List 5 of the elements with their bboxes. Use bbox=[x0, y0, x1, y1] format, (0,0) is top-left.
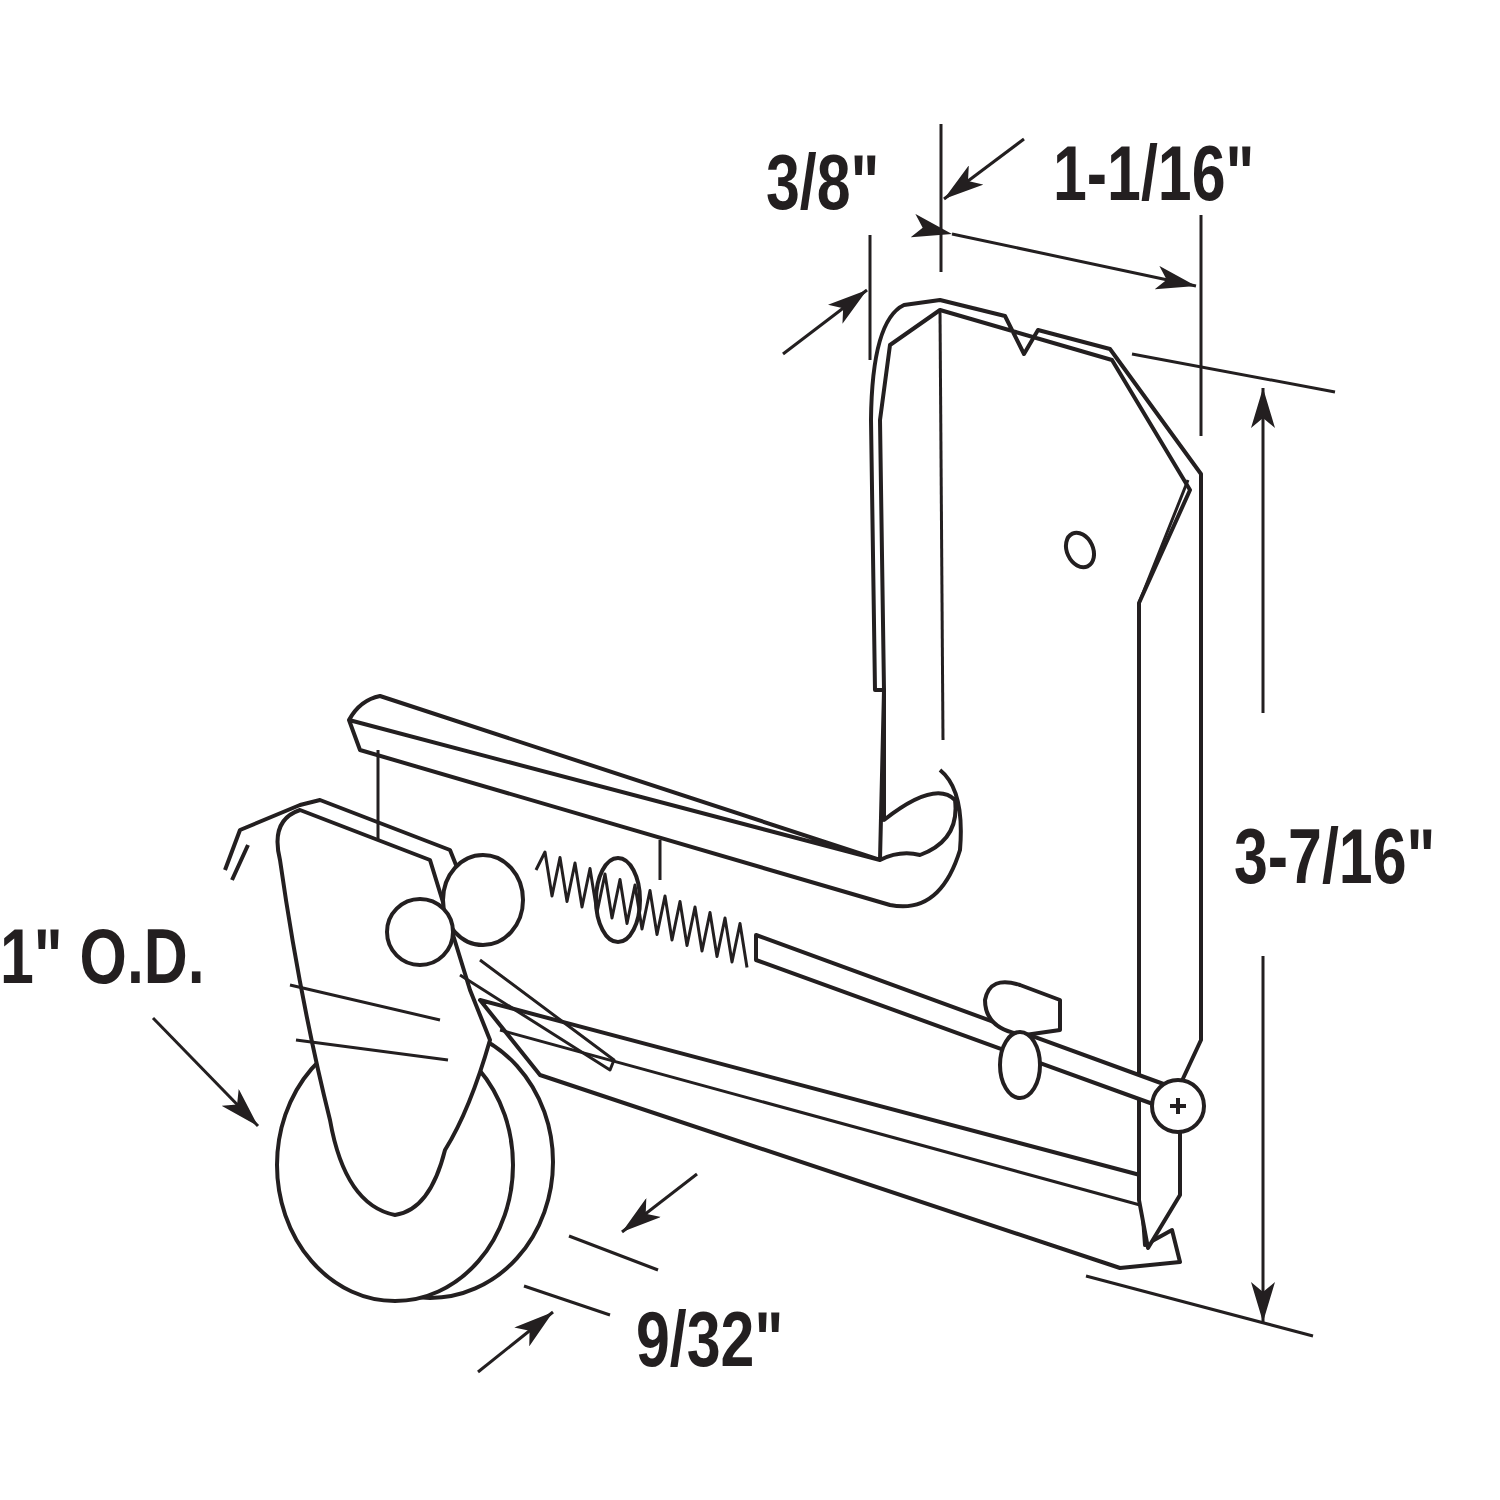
dimension-label: 1" O.D. bbox=[0, 917, 205, 995]
dimension-label: 1-1/16" bbox=[1053, 134, 1255, 212]
dimension-label: 3/8" bbox=[766, 143, 880, 221]
dimension-label: 9/32" bbox=[636, 1300, 784, 1378]
dimension-label: 3-7/16" bbox=[1234, 817, 1436, 895]
